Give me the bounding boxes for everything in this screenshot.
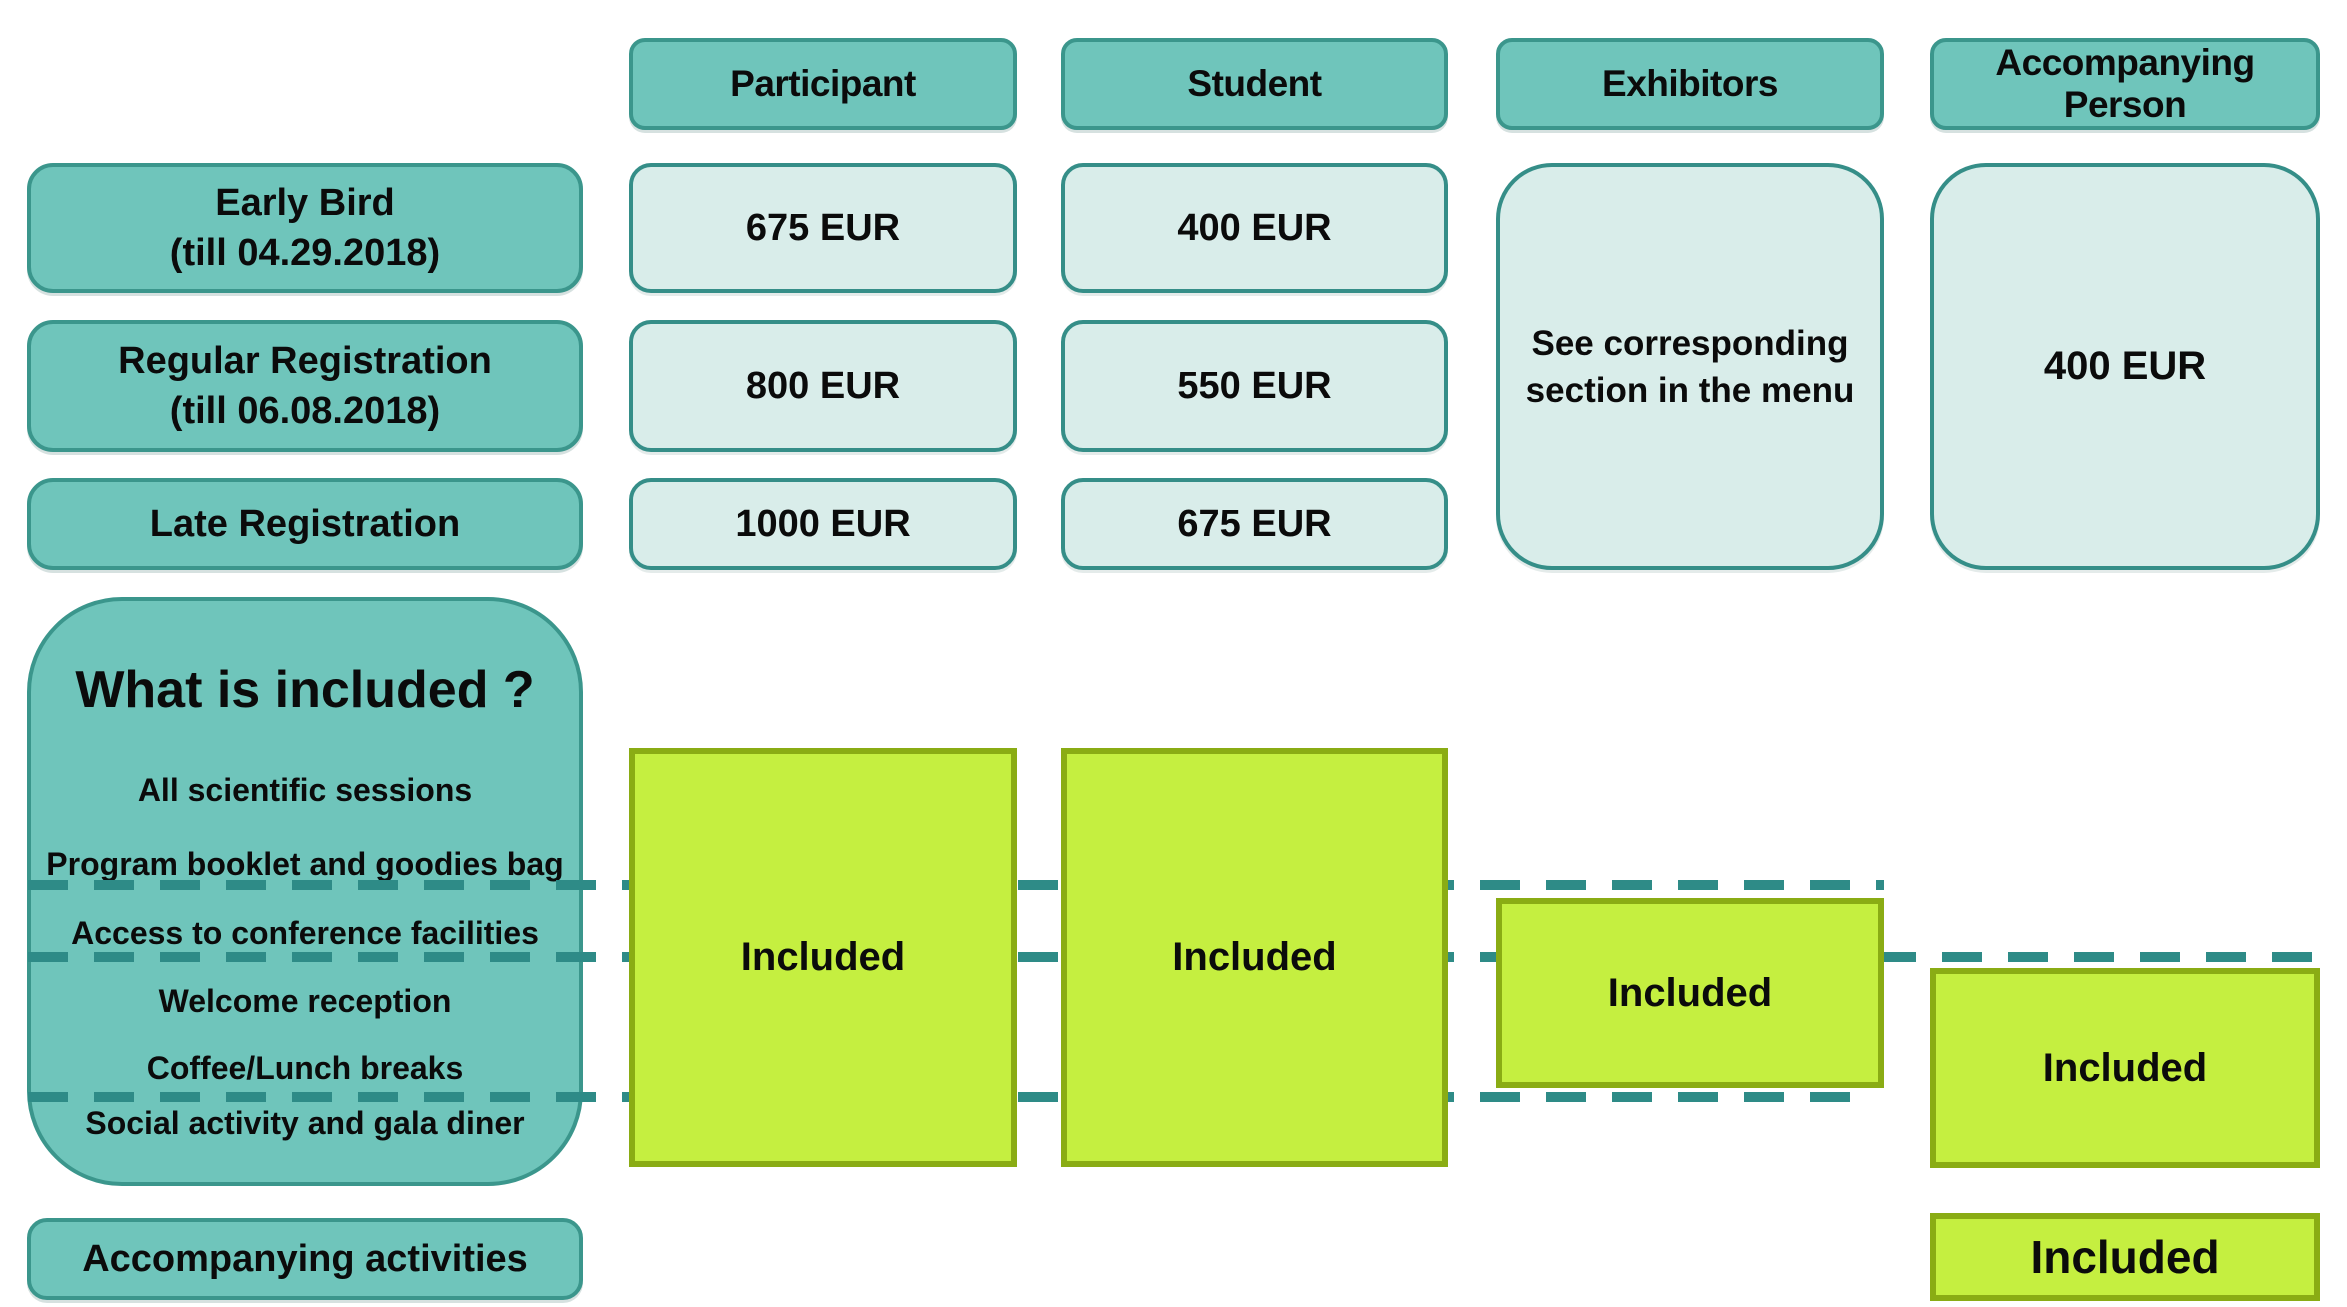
price-cell-participant-early-bird: 675 EUR (629, 163, 1017, 293)
included-cell-exhibitors: Included (1496, 898, 1884, 1088)
price-cell-participant-regular: 800 EUR (629, 320, 1017, 452)
included-item: Access to conference facilities (71, 915, 539, 951)
price-value: 675 EUR (745, 206, 901, 249)
price-cell-student-early-bird: 400 EUR (1061, 163, 1448, 293)
price-value: 675 EUR (1177, 502, 1332, 545)
included-label: Included (2030, 1231, 2220, 1283)
included-section: What is included ? All scientific sessio… (27, 597, 583, 1186)
included-item: Welcome reception (158, 983, 452, 1019)
included-item: Program booklet and goodies bag (46, 846, 564, 882)
accompanying-person-price-box: 400 EUR (1930, 163, 2320, 570)
included-item: All scientific sessions (137, 772, 473, 808)
included-label: Included (1607, 970, 1773, 1015)
column-header-accompanying-person: Accompanying Person (1930, 38, 2320, 130)
price-value: 800 EUR (745, 364, 901, 407)
column-header-label: Accompanying Person (1995, 42, 2255, 125)
row-label-title: Regular Registration (118, 340, 492, 382)
exhibitors-note-line2: section in the menu (1525, 370, 1855, 410)
included-label: Included (2042, 1045, 2208, 1090)
price-value: 1000 EUR (735, 502, 911, 545)
row-label-early-bird: Early Bird (till 04.29.2018) (27, 163, 583, 293)
column-header-label: Participant (730, 63, 916, 104)
column-header-participant: Participant (629, 38, 1017, 130)
included-title: What is included ? (75, 661, 535, 719)
included-label: Included (740, 935, 906, 979)
exhibitors-note-box: See corresponding section in the menu (1496, 163, 1884, 570)
price-cell-participant-late: 1000 EUR (629, 478, 1017, 570)
included-item: Social activity and gala diner (85, 1105, 525, 1141)
row-label-late-registration: Late Registration (27, 478, 583, 570)
row-label-title: Late Registration (149, 503, 461, 545)
included-cell-accompanying-person: Included (1930, 968, 2320, 1168)
included-label: Included (1172, 935, 1337, 979)
row-label-title: Accompanying activities (82, 1237, 528, 1280)
price-value: 550 EUR (1177, 364, 1332, 407)
included-cell-participant: Included (629, 748, 1017, 1167)
row-label-deadline: (till 04.29.2018) (169, 232, 441, 274)
included-cell-accompanying-activities: Included (1930, 1213, 2320, 1301)
included-item: Coffee/Lunch breaks (146, 1050, 464, 1086)
price-value: 400 EUR (2043, 344, 2207, 388)
row-label-title: Early Bird (215, 182, 395, 224)
exhibitors-note-line1: See corresponding (1531, 323, 1849, 363)
price-value: 400 EUR (1177, 206, 1332, 249)
price-cell-student-late: 675 EUR (1061, 478, 1448, 570)
column-header-exhibitors: Exhibitors (1496, 38, 1884, 130)
row-label-regular-registration: Regular Registration (till 06.08.2018) (27, 320, 583, 452)
column-header-label: Student (1187, 63, 1322, 104)
column-header-label: Exhibitors (1602, 63, 1778, 104)
row-label-deadline: (till 06.08.2018) (169, 390, 441, 432)
column-header-student: Student (1061, 38, 1448, 130)
included-cell-student: Included (1061, 748, 1448, 1167)
price-cell-student-regular: 550 EUR (1061, 320, 1448, 452)
row-label-accompanying-activities: Accompanying activities (27, 1218, 583, 1300)
